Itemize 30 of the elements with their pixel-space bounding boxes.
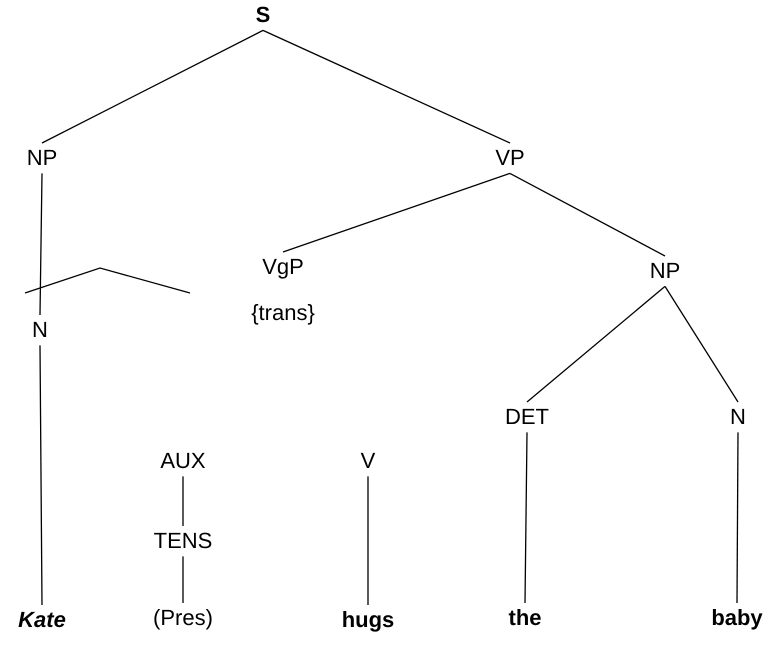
branch-line [39, 345, 43, 605]
branch-line [182, 556, 184, 603]
tree-label: VgP [261, 254, 305, 280]
branch-line [262, 30, 510, 144]
branch-line [736, 432, 739, 603]
tree-label: N [730, 404, 746, 430]
tree-label: AUX [160, 448, 206, 474]
tree-label: Kate [18, 607, 66, 634]
tree-label: S [256, 2, 270, 28]
tree-label: NP [26, 145, 58, 172]
branch-line [510, 172, 666, 257]
tree-label: hugs [342, 607, 394, 634]
feature-label: {trans} [251, 300, 315, 327]
tree-label: N [32, 317, 48, 344]
branch-line [42, 30, 264, 144]
tree-label: the [508, 605, 542, 632]
tree-label: VP [495, 145, 525, 172]
branch-line [664, 286, 739, 402]
branch-line [367, 476, 369, 605]
tree-label: V [360, 448, 376, 474]
tree-label: baby [711, 605, 763, 632]
tree-label: DET [505, 404, 549, 430]
branch-line [39, 173, 43, 315]
branch-line [282, 172, 510, 253]
branch-line [524, 432, 528, 603]
tree-label: (Pres) [153, 605, 213, 632]
branch-line [182, 476, 184, 526]
branch-line [526, 286, 666, 402]
tree-label: TENS [154, 528, 212, 554]
tree-label: NP [650, 258, 680, 284]
